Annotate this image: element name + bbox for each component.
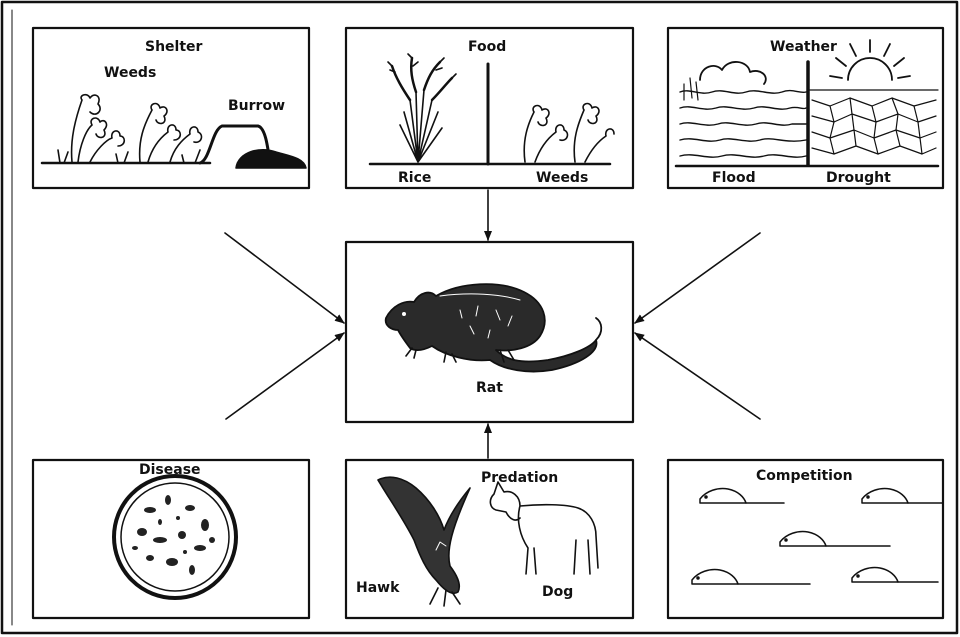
weather-flood-label: Flood	[712, 170, 756, 186]
predation-dog-label: Dog	[542, 584, 573, 600]
arrow-disease-to-rat	[226, 333, 344, 419]
arrow-competition-to-rat	[635, 333, 760, 419]
bacteria-specks-illustration	[132, 495, 215, 575]
small-rats-illustration	[692, 488, 942, 584]
food-weeds-label: Weeds	[536, 170, 588, 186]
dog-illustration	[490, 482, 598, 574]
sun-icon	[830, 40, 910, 80]
shelter-burrow-label: Burrow	[228, 98, 285, 114]
arrow-weather-to-rat	[635, 233, 760, 323]
drought-cracked-ground-illustration	[810, 90, 938, 154]
petri-dish-inner-icon	[121, 483, 229, 591]
predation-hawk-label: Hawk	[356, 580, 399, 596]
food-title: Food	[468, 39, 506, 55]
competition-title: Competition	[756, 468, 853, 484]
food-rice-label: Rice	[398, 170, 431, 186]
burrow-opening	[236, 150, 306, 168]
cloud-icon	[700, 62, 766, 84]
shelter-title: Shelter	[145, 39, 202, 55]
rice-plant-illustration	[388, 54, 456, 162]
rat-illustration	[386, 284, 602, 371]
arrow-shelter-to-rat	[225, 233, 344, 323]
petri-dish-outer-icon	[114, 476, 236, 598]
disease-panel	[33, 460, 309, 618]
predation-title: Predation	[481, 470, 558, 486]
flood-water-illustration	[680, 78, 806, 157]
weather-drought-label: Drought	[826, 170, 891, 186]
disease-title: Disease	[139, 462, 201, 478]
shelter-weeds-label: Weeds	[104, 65, 156, 81]
food-weeds-illustration	[524, 104, 614, 162]
rat-label: Rat	[476, 380, 503, 396]
weather-title: Weather	[770, 39, 837, 55]
weed-plants-illustration	[58, 95, 201, 163]
